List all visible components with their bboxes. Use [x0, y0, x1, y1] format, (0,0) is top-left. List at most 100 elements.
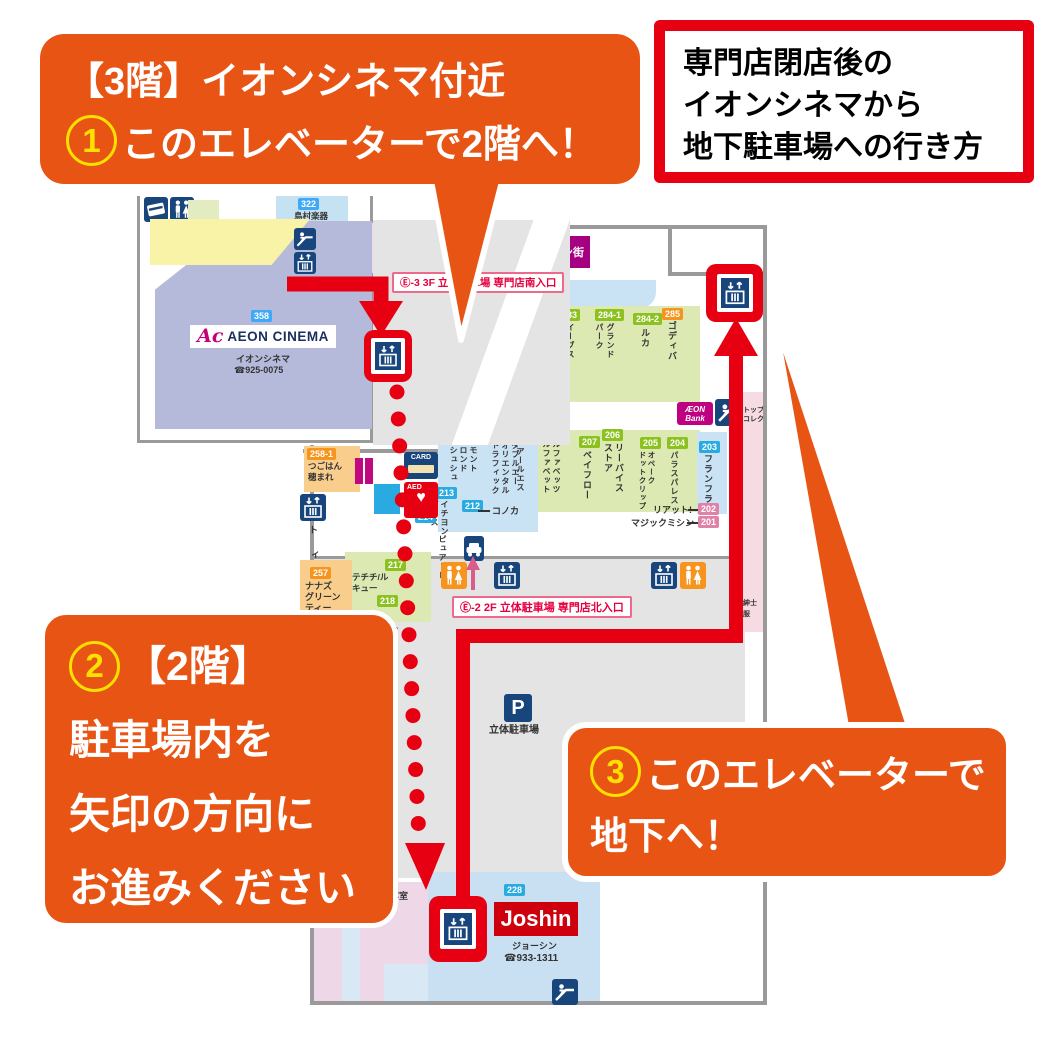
elevator-icon [371, 338, 405, 374]
store-badge-284-2: 284-2 [633, 313, 663, 325]
store-badge-285: 285 [662, 308, 684, 320]
escalator-icon [552, 979, 578, 1005]
store-badge-201: 201 [698, 516, 720, 528]
inset-wall-left [137, 196, 140, 442]
store-name-topvalu: トップバ コレクシ [743, 407, 763, 423]
restroom-icon [441, 562, 467, 589]
store-name-284-2: ルカ [640, 328, 650, 348]
store-badge-358: 358 [251, 310, 273, 322]
inset-green-block [188, 200, 219, 220]
card-counter-icon [144, 197, 168, 222]
leader-line-202 [688, 509, 698, 511]
map-wall-upper [303, 449, 455, 453]
callout-step3-line2: 地下へ！ [590, 816, 743, 858]
inset-wall-bottom [137, 440, 375, 443]
title-line2: イオンシネマから [683, 89, 923, 122]
aeon-bank-logo: ÆON Bank [677, 402, 713, 425]
small-shop-cyan [374, 484, 400, 514]
elevator-icon [716, 274, 753, 312]
elevator-icon [294, 252, 316, 274]
entrance-label-2f: Ⓔ-2 2F 立体駐車場 専門店北入口 [452, 596, 632, 618]
aeon-cinema-logo: Ac AEON CINEMA [190, 325, 336, 348]
store-name-322: 島村楽器 [294, 211, 329, 221]
title-line1: 専門店閉店後の [683, 47, 893, 80]
store-badge-217: 217 [385, 559, 407, 571]
map-wall-bottom [310, 1001, 767, 1005]
parking-label: 立体駐車場 [489, 725, 539, 736]
card-counter-icon: CARD [404, 452, 438, 479]
callout-step3: 3 このエレベーターで 地下へ！ [562, 722, 1012, 882]
mens-wear-column: トップバ コレクシ 紳士服 [741, 392, 763, 632]
step2-number-badge: 2 [69, 640, 120, 692]
callout-step1-line1: 【3階】イオンシネマ付近 [66, 61, 506, 103]
elevator-highlight-joshin [429, 896, 487, 962]
store-badge-258-1: 258-1 [307, 448, 337, 460]
card-counter-band [408, 465, 434, 473]
callout-step1-line2-text: このエレベーターで2階へ！ [122, 124, 597, 166]
aed-heart: ♥ [416, 489, 426, 506]
callout-step2: 2 【2階】 駐車場内を 矢印の方向に お進みください [40, 610, 398, 928]
callout-step3-line1-text: このエレベーターで [646, 755, 986, 797]
small-shop-magenta-2 [365, 458, 373, 484]
store-name-mens: 紳士服 [743, 600, 757, 618]
elevator-icon [440, 909, 476, 949]
small-shop-magenta-1 [355, 458, 363, 484]
elevator-icon [494, 562, 520, 589]
store-block-light-blue-top [556, 280, 656, 308]
store-name-205: オペーク ドットクリップ [638, 451, 656, 511]
aed-icon: AED ♥ [404, 482, 438, 518]
callout-step2-line4: お進みください [69, 865, 356, 911]
callout-step1: 【3階】イオンシネマ付近 1 このエレベーターで2階へ！ [40, 34, 640, 184]
store-name-285: ゴディバ [667, 321, 677, 361]
step3-number-badge: 3 [590, 746, 641, 797]
store-fragment-to: ト [309, 525, 319, 535]
store-badge-213: 213 [436, 487, 458, 499]
store-badge-202: 202 [698, 503, 720, 515]
store-badge-206: 206 [602, 429, 624, 441]
store-name-206: リーバイス ストア [603, 443, 624, 493]
inset-road-stripe [444, 220, 570, 445]
store-name-212: コノカ [492, 506, 520, 516]
store-name-257: ナナズ グリーン ティー [305, 581, 341, 613]
store-badge-204: 204 [667, 437, 689, 449]
leader-line-201 [687, 522, 698, 524]
escalator-icon [715, 399, 742, 426]
elevator-icon [300, 494, 326, 521]
joshin-logo: Joshin [494, 902, 578, 936]
map-wall-right [763, 225, 767, 1005]
callout-step1-line2: 1 このエレベーターで2階へ！ [66, 113, 640, 168]
card-counter-label: CARD [410, 454, 432, 461]
title-info-box: 専門店閉店後の イオンシネマから 地下駐車場への行き方 [654, 20, 1034, 183]
store-name-mont: モント ロンド シュシュ [449, 446, 478, 482]
callout-step2-line2: 駐車場内を [69, 717, 274, 763]
callout-step2-line1: 2 【2階】 [69, 629, 393, 703]
store-name-rs: アールエス [516, 447, 525, 492]
cinema-phone: ☎925-0075 [234, 365, 284, 375]
store-badge-218: 218 [377, 595, 399, 607]
store-badge-207: 207 [579, 436, 601, 448]
callout-step2-line1-text: 【2階】 [125, 643, 271, 689]
elevator-highlight-2f-exit [706, 264, 763, 322]
store-fragment-i: ィ [311, 549, 321, 559]
joshin-phone: ☎933-1311 [504, 953, 559, 964]
store-name-258: つごはん 穂まれ [308, 461, 343, 482]
title-line3: 地下駐車場への行き方 [683, 131, 983, 164]
restroom-icon [680, 562, 706, 589]
store-name-207: ベイフロー [582, 450, 592, 500]
map-3f-inset: 322 島村楽器 323 島村楽器 ミュージック サロン 358 Ac AEON… [130, 193, 570, 445]
elevator-icon [651, 562, 677, 589]
cinema-name: イオンシネマ [236, 354, 291, 364]
store-badge-322: 322 [298, 198, 320, 210]
parking-entry-car-icon [464, 536, 484, 561]
store-badge-205: 205 [640, 437, 662, 449]
store-name-puratore: ピュアトレ [438, 535, 447, 580]
elevator-highlight-3f [364, 330, 412, 382]
store-badge-257: 257 [310, 567, 332, 579]
store-name-204: パラスパレス [670, 451, 679, 505]
leader-line-212 [478, 510, 490, 512]
store-name-201: マジックミシン [631, 518, 695, 528]
store-badge-284-1: 284-1 [595, 309, 625, 321]
store-name-202: リアット! [653, 505, 692, 515]
callout-step3-line1: 3 このエレベーターで [590, 744, 1006, 799]
